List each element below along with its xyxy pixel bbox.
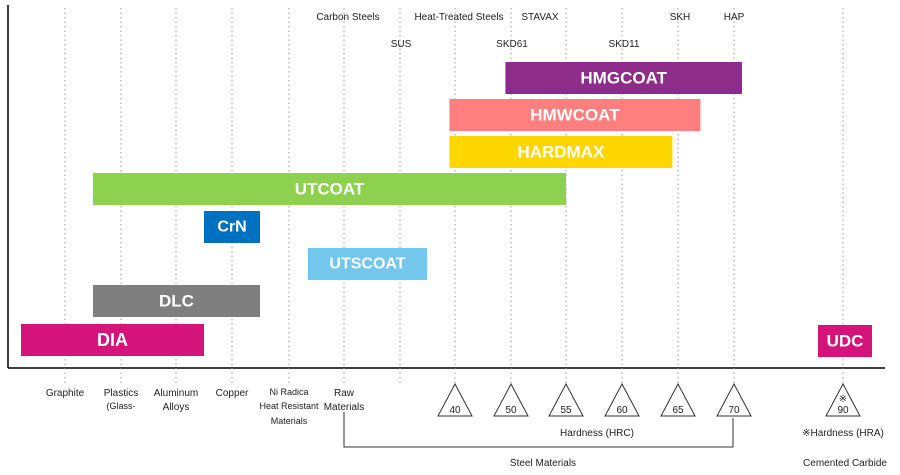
hrc-60-value: 60 [616, 405, 628, 416]
hra-axis-label: ※Hardness (HRA) [802, 428, 884, 439]
hrc-65-triangle [660, 382, 696, 417]
bar-label-hmgcoat: HMGCOAT [580, 69, 667, 88]
hrc-50-triangle [493, 382, 529, 417]
group-label-cemented-carbide: Cemented Carbide [803, 458, 887, 469]
bar-label-dlc: DLC [159, 292, 194, 311]
bar-hardmax [449, 136, 673, 168]
bar-label-dia: DIA [97, 330, 128, 350]
hrc-55-triangle [548, 382, 584, 417]
bar-label-utscoat: UTSCOAT [329, 256, 405, 273]
bottom-label-raw-materials: Materials [324, 402, 365, 413]
hra-90-triangle [825, 382, 861, 417]
hardness-ticks: 40 50 55 60 65 70 90※ [437, 382, 861, 417]
hrc-60-triangle [604, 382, 640, 417]
bar-dia [21, 324, 204, 356]
bottom-label-copper: Copper [216, 388, 249, 399]
bar-label-utcoat: UTCOAT [295, 180, 365, 199]
bar-label-hmwcoat: HMWCOAT [530, 106, 620, 125]
bar-udc [818, 325, 872, 357]
hrc-55-value: 55 [560, 405, 572, 416]
bar-utscoat [308, 248, 427, 280]
top-label-skh: SKH [670, 12, 691, 23]
bottom-label-graphite: Graphite [46, 388, 85, 399]
bottom-label-ni-radica: Ni Radica [269, 387, 308, 397]
top-label-hap: HAP [724, 12, 745, 23]
bottom-label-aluminum: Aluminum [154, 388, 198, 399]
bar-label-udc: UDC [827, 332, 864, 351]
bar-hmwcoat [449, 99, 701, 131]
bottom-label-raw: Raw [334, 388, 355, 399]
hrc-40-triangle [437, 382, 473, 417]
hra-90-value: 90 [837, 405, 849, 416]
bar-crn [204, 211, 260, 243]
hrc-65-value: 65 [672, 405, 684, 416]
steel-materials-bracket [343, 412, 734, 448]
bottom-label-plastics: Plastics [104, 388, 138, 399]
hrc-70-value: 70 [728, 405, 740, 416]
hrc-axis-label: Hardness (HRC) [560, 428, 634, 439]
bar-utcoat [93, 173, 566, 205]
hrc-50-value: 50 [505, 405, 517, 416]
coating-bars: HMGCOAT HMWCOAT HARDMAX UTCOAT CrN UTSCOAT DLC… [21, 62, 872, 357]
top-label-stavax: STAVAX [521, 12, 559, 23]
top-label-heat-treated-steels: Heat-Treated Steels [414, 12, 503, 23]
group-label-steel-materials: Steel Materials [510, 458, 576, 469]
hrc-40-value: 40 [449, 405, 461, 416]
bar-dlc [93, 285, 260, 317]
hra-90-mark: ※ [839, 394, 847, 405]
top-label-sus: SUS [391, 39, 412, 50]
top-label-skd11: SKD11 [609, 39, 640, 50]
bottom-material-labels: Graphite Plastics (Glass- Aluminum Alloy… [46, 387, 364, 426]
bottom-label-materials: Materials [271, 416, 308, 426]
bar-hmgcoat [505, 62, 742, 94]
bottom-label-heat-resistant: Heat Resistant [259, 401, 319, 411]
hrc-70-triangle [716, 382, 752, 417]
bar-label-crn: CrN [217, 219, 246, 236]
top-label-skd61: SKD61 [496, 39, 528, 50]
top-material-labels: Carbon Steels Heat-Treated Steels STAVAX… [316, 12, 744, 50]
bar-label-hardmax: HARDMAX [517, 143, 605, 162]
top-label-carbon-steels: Carbon Steels [316, 12, 379, 23]
bottom-label-plastics-sub: (Glass- [107, 401, 136, 411]
bottom-label-alloys: Alloys [163, 402, 190, 413]
